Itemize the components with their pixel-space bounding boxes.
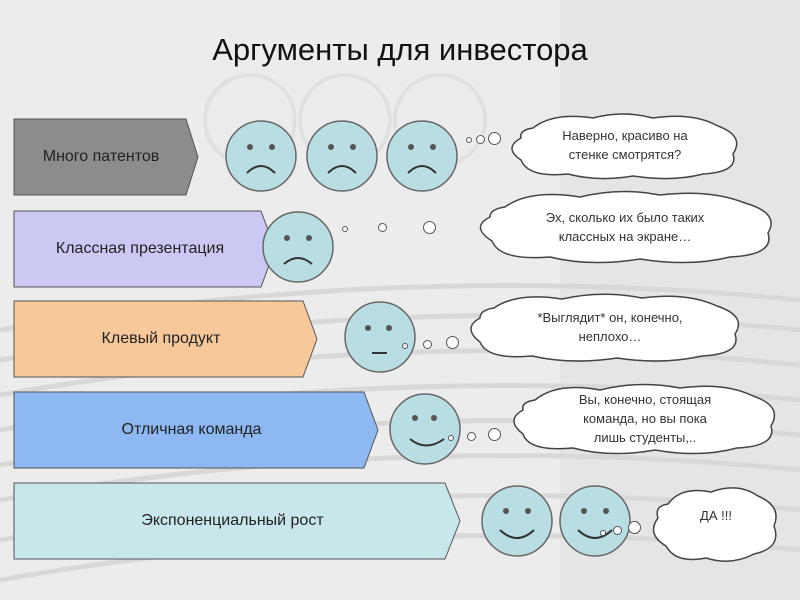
thought-dot [402,343,408,349]
thought-line: стенке смотрятся? [568,147,682,162]
thought-dot [423,221,436,234]
page-title: Аргументы для инвестора [212,32,588,67]
thought-dot [600,530,606,536]
thought-line: неплохо… [578,329,642,344]
argument-label: Отличная команда [121,421,262,438]
thought-dot [488,132,501,145]
sad-face-icon [262,211,334,283]
sad-face-icon [386,120,458,192]
thought-dot [423,340,432,349]
thought-dot [342,226,348,232]
thought-bubble [479,190,772,264]
thought-dot [488,428,501,441]
argument-label: Много патентов [42,148,160,165]
thought-bubble [470,293,740,362]
thought-bubble [652,487,777,562]
thought-dot [476,135,485,144]
thought-line: *Выглядит* он, конечно, [537,310,683,325]
argument-label: Экспоненциальный рост [141,512,324,529]
thought-dot [446,336,459,349]
thought-dot [613,526,622,535]
thought-line: Наверно, красиво на [562,128,688,143]
argument-arrow-growth: Экспоненциальный рост [13,482,462,560]
thought-dot [467,432,476,441]
argument-arrow-team: Отличная команда [13,391,380,469]
thought-line: Эх, сколько их было таких [545,210,705,225]
thought-line: Вы, конечно, стоящая [578,392,712,407]
thought-dot [378,223,387,232]
neutral-face-icon [344,301,416,373]
thought-bubble [513,383,776,455]
sad-face-icon [225,120,297,192]
thought-line: команда, но вы пока [583,411,707,426]
thought-line: лишь студенты,.. [593,430,697,445]
happy-face-icon [559,485,631,557]
argument-label: Клевый продукт [101,330,221,347]
argument-arrow-product: Клевый продукт [13,300,319,378]
thought-bubble [511,113,738,180]
thought-dot [448,435,454,441]
argument-arrow-presentation: Классная презентация [13,210,277,288]
argument-arrow-patents: Много патентов [13,118,199,196]
happy-face-icon [481,485,553,557]
thought-dot [628,521,641,534]
argument-label: Классная презентация [55,240,225,257]
thought-dot [466,137,472,143]
thought-line: классных на экране… [558,229,692,244]
thought-line: ДА !!! [700,508,732,523]
smirk-face-icon [389,393,461,465]
sad-face-icon [306,120,378,192]
